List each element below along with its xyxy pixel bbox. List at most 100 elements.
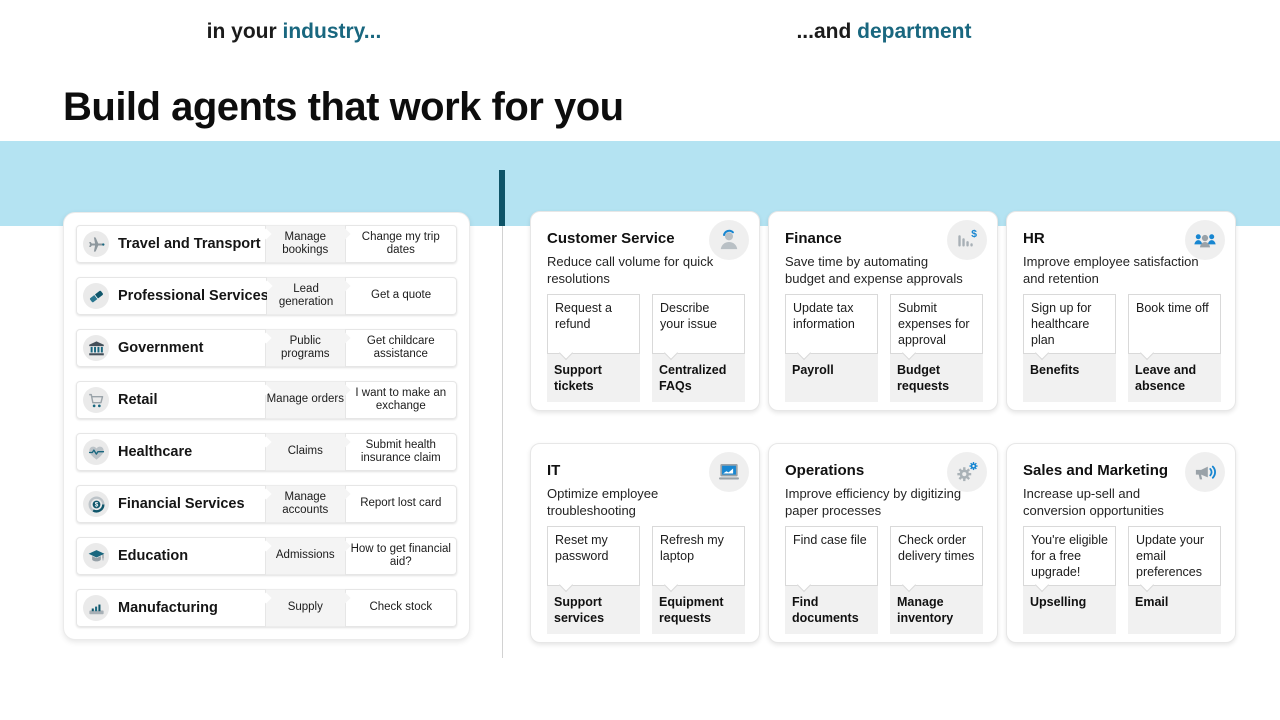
department-chips: Sign up for healthcare plan Benefits Boo… (1023, 294, 1221, 402)
department-chips: Reset my password Support services Refre… (547, 526, 745, 634)
department-card[interactable]: Operations Improve efficiency by digitiz… (768, 443, 998, 643)
department-card[interactable]: Sales and Marketing Increase up-sell and… (1006, 443, 1236, 643)
prompt-bubble[interactable]: Submit expenses for approval (890, 294, 983, 354)
svg-text:$: $ (94, 501, 98, 508)
department-chips: You're eligible for a free upgrade! Upse… (1023, 526, 1221, 634)
capability-tag[interactable]: Email (1128, 586, 1221, 634)
prompt-bubble[interactable]: Request a refund (547, 294, 640, 354)
industry-topic-chip[interactable]: Supply (266, 589, 345, 627)
prompt-bubble[interactable]: Update your email preferences (1128, 526, 1221, 586)
prompt-bubble[interactable]: You're eligible for a free upgrade! (1023, 526, 1116, 586)
industry-label[interactable]: Government (76, 329, 266, 367)
capability-tag[interactable]: Leave and absence (1128, 354, 1221, 402)
industry-name: Financial Services (118, 496, 245, 512)
bank-icon (83, 335, 109, 361)
industry-row: Travel and Transport Manage bookings Cha… (76, 225, 457, 263)
capability-tag[interactable]: Budget requests (890, 354, 983, 402)
industry-row: Healthcare Claims Submit health insuranc… (76, 433, 457, 471)
shopping-cart-icon (83, 387, 109, 413)
department-title: Sales and Marketing (1023, 462, 1169, 479)
department-chips: Find case file Find documents Check orde… (785, 526, 983, 634)
people-group-icon (1185, 220, 1225, 260)
department-title: HR (1023, 230, 1045, 247)
department-card[interactable]: Finance $ Save time by automating budget… (768, 211, 998, 411)
coin-icon: $ (83, 491, 109, 517)
industry-topic-chip[interactable]: Admissions (266, 537, 345, 575)
industry-row: Manufacturing Supply Check stock (76, 589, 457, 627)
capability-tag[interactable]: Support services (547, 586, 640, 634)
industry-name: Education (118, 548, 189, 564)
industry-question-chip[interactable]: I want to make an exchange (344, 381, 457, 419)
industry-question-chip[interactable]: How to get financial aid? (344, 537, 457, 575)
department-description: Save time by automating budget and expen… (785, 254, 963, 287)
column-divider-line (502, 226, 503, 658)
industry-row: Education Admissions How to get financia… (76, 537, 457, 575)
svg-text:$: $ (971, 229, 977, 240)
industry-question-chip[interactable]: Submit health insurance claim (344, 433, 457, 471)
industry-label[interactable]: Professional Services (76, 277, 269, 315)
industry-name: Retail (118, 392, 158, 408)
industry-topic-chip[interactable]: Manage orders (266, 381, 345, 419)
department-description: Reduce call volume for quick resolutions (547, 254, 714, 287)
department-title: Customer Service (547, 230, 675, 247)
industry-question-chip[interactable]: Get a quote (345, 277, 457, 315)
department-grid: Customer Service Reduce call volume for … (530, 211, 1236, 643)
industry-label[interactable]: Education (76, 537, 266, 575)
industry-topic-chip[interactable]: Manage bookings (266, 225, 345, 263)
capability-tag[interactable]: Centralized FAQs (652, 354, 745, 402)
page-title: Build agents that work for you (63, 84, 624, 129)
industry-question-chip[interactable]: Change my trip dates (344, 225, 457, 263)
department-description: Improve employee satisfaction and retent… (1023, 254, 1199, 287)
industry-row: Government Public programs Get childcare… (76, 329, 457, 367)
prompt-bubble[interactable]: Refresh my laptop (652, 526, 745, 586)
industry-topic-chip[interactable]: Public programs (266, 329, 345, 367)
industry-question-chip[interactable]: Report lost card (344, 485, 457, 523)
department-header-accent: department (857, 20, 972, 43)
prompt-bubble[interactable]: Book time off (1128, 294, 1221, 354)
capability-tag[interactable]: Equipment requests (652, 586, 745, 634)
capability-tag[interactable]: Manage inventory (890, 586, 983, 634)
prompt-bubble[interactable]: Update tax information (785, 294, 878, 354)
industry-row: Retail Manage orders I want to make an e… (76, 381, 457, 419)
department-description: Optimize employee troubleshooting (547, 486, 659, 519)
industry-topic-chip[interactable]: Lead generation (267, 277, 346, 315)
department-card[interactable]: Customer Service Reduce call volume for … (530, 211, 760, 411)
capability-tag[interactable]: Upselling (1023, 586, 1116, 634)
prompt-bubble[interactable]: Check order delivery times (890, 526, 983, 586)
industry-topic-chip[interactable]: Manage accounts (266, 485, 345, 523)
department-card[interactable]: HR Improve employee satisfaction and ret… (1006, 211, 1236, 411)
prompt-bubble[interactable]: Sign up for healthcare plan (1023, 294, 1116, 354)
industry-name: Manufacturing (118, 600, 218, 616)
factory-bars-icon (83, 595, 109, 621)
industry-name: Healthcare (118, 444, 193, 460)
industry-label[interactable]: Manufacturing (76, 589, 266, 627)
industry-header-accent: industry... (282, 20, 382, 43)
capability-tag[interactable]: Support tickets (547, 354, 640, 402)
prompt-bubble[interactable]: Find case file (785, 526, 878, 586)
department-title: Finance (785, 230, 842, 247)
megaphone-icon (1185, 452, 1225, 492)
industry-label[interactable]: Retail (76, 381, 266, 419)
handshake-icon (83, 283, 109, 309)
prompt-bubble[interactable]: Describe your issue (652, 294, 745, 354)
heart-pulse-icon (83, 439, 109, 465)
industry-panel: Travel and Transport Manage bookings Cha… (63, 212, 470, 640)
industry-label[interactable]: $ Financial Services (76, 485, 266, 523)
industry-question-chip[interactable]: Check stock (344, 589, 457, 627)
airplane-icon (83, 231, 109, 257)
department-card[interactable]: IT Optimize employee troubleshooting Res… (530, 443, 760, 643)
section-divider-bar (499, 170, 505, 226)
department-title: Operations (785, 462, 865, 479)
capability-tag[interactable]: Payroll (785, 354, 878, 402)
industry-topic-chip[interactable]: Claims (266, 433, 345, 471)
industry-header-prefix: in your (206, 20, 283, 43)
capability-tag[interactable]: Find documents (785, 586, 878, 634)
capability-tag[interactable]: Benefits (1023, 354, 1116, 402)
industry-label[interactable]: Travel and Transport (76, 225, 266, 263)
industry-label[interactable]: Healthcare (76, 433, 266, 471)
industry-question-chip[interactable]: Get childcare assistance (344, 329, 457, 367)
person-headset-icon (709, 220, 749, 260)
prompt-bubble[interactable]: Reset my password (547, 526, 640, 586)
department-description: Increase up-sell and conversion opportun… (1023, 486, 1164, 519)
industry-row: Professional Services Lead generation Ge… (76, 277, 457, 315)
